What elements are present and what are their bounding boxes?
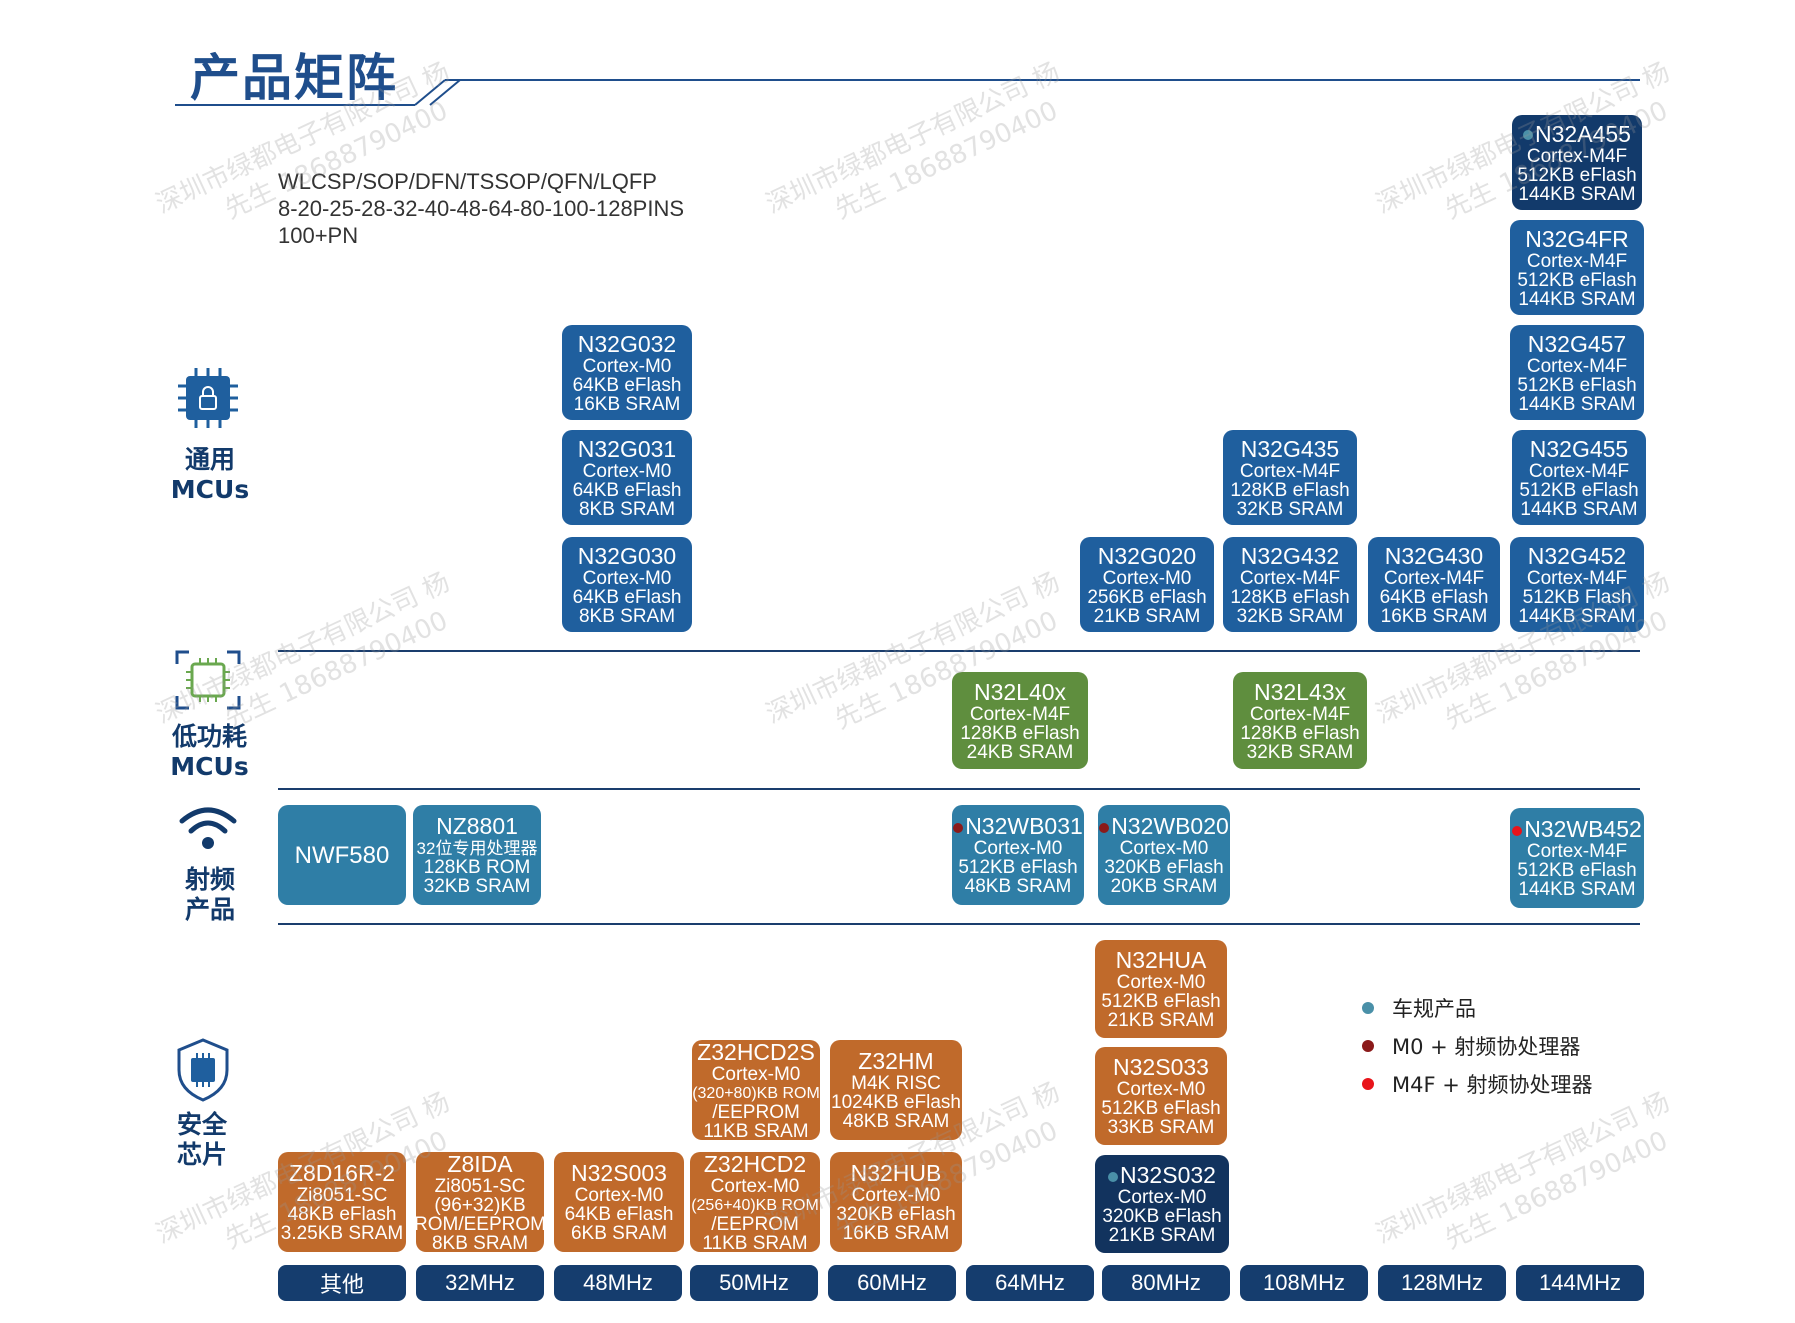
axis-other: 其他 xyxy=(278,1265,406,1301)
m0-rf-dot xyxy=(953,822,964,833)
category-rf: 射频 产品 xyxy=(184,865,235,924)
chip-Z32HCD2S[interactable]: Z32HCD2S Cortex-M0 (320+80)KB ROM /EEPRO… xyxy=(692,1040,820,1140)
axis-32mhz: 32MHz xyxy=(416,1265,544,1301)
legend-dot xyxy=(1362,1078,1374,1090)
page-title: 产品矩阵 xyxy=(190,49,398,107)
legend-automotive: 车规产品 xyxy=(1362,993,1476,1023)
header-line xyxy=(175,79,1640,106)
chip-N32G455[interactable]: N32G455 Cortex-M4F 512KB eFlash 144KB SR… xyxy=(1512,430,1646,525)
chip-N32WB031[interactable]: N32WB031 Cortex-M0 512KB eFlash 48KB SRA… xyxy=(952,805,1084,905)
axis-48mhz: 48MHz xyxy=(554,1265,682,1301)
chip-NZ8801[interactable]: NZ8801 32位专用处理器 128KB ROM 32KB SRAM xyxy=(413,805,541,905)
chip-N32L43x[interactable]: N32L43x Cortex-M4F 128KB eFlash 32KB SRA… xyxy=(1233,672,1367,769)
chip-N32G430[interactable]: N32G430 Cortex-M4F 64KB eFlash 16KB SRAM xyxy=(1368,537,1500,632)
category-general: 通用 MCUs xyxy=(170,445,250,504)
row-divider xyxy=(278,788,1640,790)
chip-N32S033[interactable]: N32S033 Cortex-M0 512KB eFlash 33KB SRAM xyxy=(1095,1047,1227,1145)
chip-N32HUB[interactable]: N32HUB Cortex-M0 320KB eFlash 16KB SRAM xyxy=(830,1152,962,1252)
wifi-icon xyxy=(179,807,237,849)
chip-N32L40x[interactable]: N32L40x Cortex-M4F 128KB eFlash 24KB SRA… xyxy=(952,672,1088,769)
chip-N32A455[interactable]: N32A455 Cortex-M4F 512KB eFlash 144KB SR… xyxy=(1512,115,1642,210)
chip-Z8D16R-2[interactable]: Z8D16R-2 Zi8051-SC 48KB eFlash 3.25KB SR… xyxy=(278,1152,406,1252)
row-divider xyxy=(278,923,1640,925)
m4f-rf-dot xyxy=(1512,825,1523,836)
chip-N32G435[interactable]: N32G435 Cortex-M4F 128KB eFlash 32KB SRA… xyxy=(1223,430,1357,525)
legend-m0-rf: M0 + 射频协处理器 xyxy=(1362,1031,1580,1061)
package-count: 100+PN xyxy=(278,223,359,248)
chip-Z8IDA[interactable]: Z8IDA Zi8051-SC (96+32)KB ROM/EEPROM 8KB… xyxy=(416,1152,544,1252)
chip-N32G457[interactable]: N32G457 Cortex-M4F 512KB eFlash 144KB SR… xyxy=(1510,325,1644,420)
chip-N32G030[interactable]: N32G030 Cortex-M0 64KB eFlash 8KB SRAM xyxy=(562,537,692,632)
chip-N32G020[interactable]: N32G020 Cortex-M0 256KB eFlash 21KB SRAM xyxy=(1080,537,1214,632)
package-info: WLCSP/SOP/DFN/TSSOP/QFN/LQFP 8-20-25-28-… xyxy=(278,168,684,249)
m0-rf-dot xyxy=(1099,822,1110,833)
package-pins: 8-20-25-28-32-40-48-64-80-100-128PINS xyxy=(278,196,685,221)
chip-N32S032[interactable]: N32S032 Cortex-M0 320KB eFlash 21KB SRAM xyxy=(1095,1155,1229,1253)
legend-m4f-rf: M4F + 射频协处理器 xyxy=(1362,1069,1593,1099)
chip-N32WB020[interactable]: N32WB020 Cortex-M0 320KB eFlash 20KB SRA… xyxy=(1098,805,1230,905)
chip-NWF580[interactable]: NWF580 xyxy=(278,805,406,905)
chip-N32G031[interactable]: N32G031 Cortex-M0 64KB eFlash 8KB SRAM xyxy=(562,430,692,525)
chip-N32G032[interactable]: N32G032 Cortex-M0 64KB eFlash 16KB SRAM xyxy=(562,325,692,420)
watermark: 深圳市绿都电子有限公司 杨先生 18688790400 xyxy=(1371,1087,1675,1256)
axis-64mhz: 64MHz xyxy=(966,1265,1094,1301)
axis-128mhz: 128MHz xyxy=(1378,1265,1506,1301)
category-security: 安全 芯片 xyxy=(176,1110,227,1169)
automotive-dot xyxy=(1523,130,1534,141)
axis-50mhz: 50MHz xyxy=(690,1265,818,1301)
lock-chip-icon xyxy=(178,368,238,428)
axis-108mhz: 108MHz xyxy=(1240,1265,1368,1301)
chip-Z32HM[interactable]: Z32HM M4K RISC 1024KB eFlash 48KB SRAM xyxy=(830,1040,962,1140)
axis-80mhz: 80MHz xyxy=(1102,1265,1230,1301)
row-divider xyxy=(278,650,1640,652)
axis-60mhz: 60MHz xyxy=(828,1265,956,1301)
legend-dot xyxy=(1362,1040,1374,1052)
chip-N32G432[interactable]: N32G432 Cortex-M4F 128KB eFlash 32KB SRA… xyxy=(1223,537,1357,632)
shield-chip-icon xyxy=(177,1038,229,1102)
category-lowpower: 低功耗 MCUs xyxy=(170,722,249,781)
package-types: WLCSP/SOP/DFN/TSSOP/QFN/LQFP xyxy=(278,169,657,194)
chip-N32WB452[interactable]: N32WB452 Cortex-M4F 512KB eFlash 144KB S… xyxy=(1510,808,1644,908)
chip-N32G4FR[interactable]: N32G4FR Cortex-M4F 512KB eFlash 144KB SR… xyxy=(1510,220,1644,315)
chip-Z32HCD2[interactable]: Z32HCD2 Cortex-M0 (256+40)KB ROM /EEPROM… xyxy=(690,1152,820,1252)
legend-dot xyxy=(1362,1002,1374,1014)
chip-icon xyxy=(175,650,241,710)
axis-144mhz: 144MHz xyxy=(1516,1265,1644,1301)
automotive-dot xyxy=(1108,1171,1119,1182)
chip-N32G452[interactable]: N32G452 Cortex-M4F 512KB Flash 144KB SRA… xyxy=(1510,537,1644,632)
chip-N32HUA[interactable]: N32HUA Cortex-M0 512KB eFlash 21KB SRAM xyxy=(1095,940,1227,1038)
chip-N32S003[interactable]: N32S003 Cortex-M0 64KB eFlash 6KB SRAM xyxy=(554,1152,684,1252)
